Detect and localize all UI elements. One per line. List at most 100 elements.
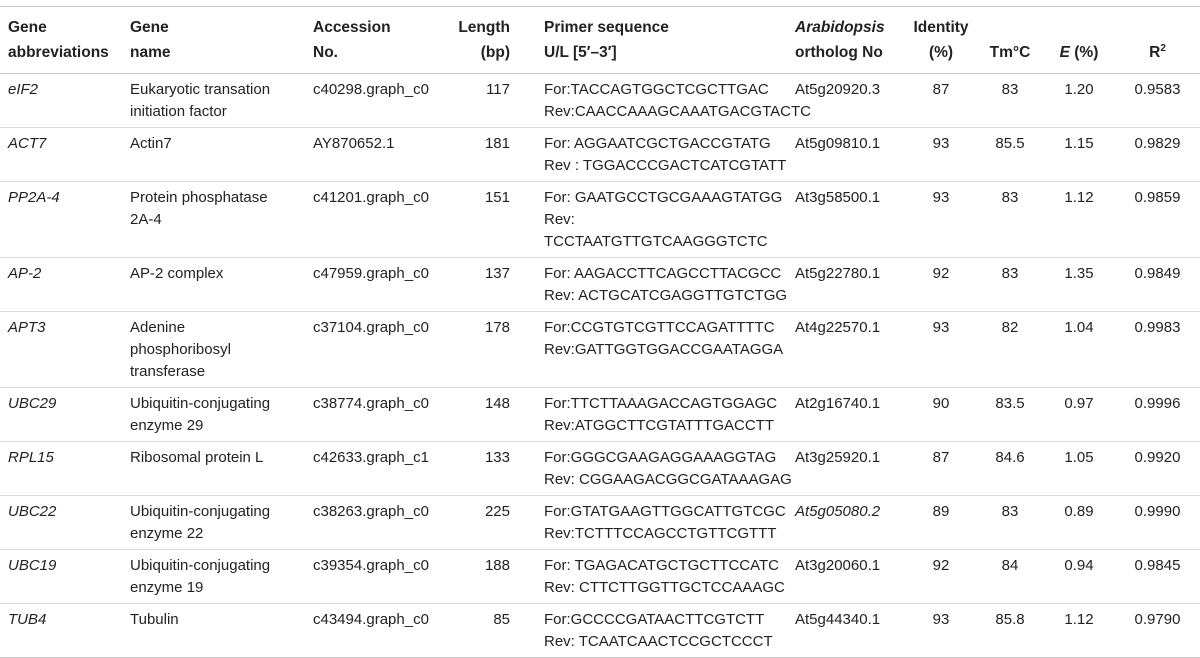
gene-name-line: enzyme 19 <box>130 579 204 596</box>
header-primer-line2: U/L [5′–3′] <box>544 44 617 61</box>
ortholog-value: At3g25920.1 <box>795 449 881 466</box>
header-gene-name-line1: Gene <box>130 19 169 36</box>
r2-cell: 0.9990 <box>1115 495 1200 550</box>
ortholog-value: At5g20920.3 <box>795 81 881 98</box>
identity-cell: 90 <box>905 387 977 442</box>
tm-cell: 83 <box>977 73 1043 128</box>
accession-cell: c38263.graph_c0 <box>313 495 446 550</box>
efficiency-cell: 0.94 <box>1043 549 1115 604</box>
header-r2-base: R <box>1149 44 1161 61</box>
length-cell: 188 <box>446 549 526 604</box>
ortholog-value: At5g22780.1 <box>795 265 881 282</box>
primer-forward: For: AGGAATCGCTGACCGTATG <box>544 135 771 152</box>
length-cell: 85 <box>446 603 526 658</box>
primer-forward: For: AAGACCTTCAGCCTTACGCC <box>544 265 782 282</box>
header-tm: Tm°C <box>977 6 1043 74</box>
primer-reverse: Rev: TCCTAATGTTGTCAAGGGTCTC <box>544 211 768 250</box>
r2-cell: 0.9996 <box>1115 387 1200 442</box>
header-identity-line2: (%) <box>928 44 954 61</box>
accession-cell: c41201.graph_c0 <box>313 181 446 258</box>
primer-cell: For:GCCCCGATAACTTCGTCTT Rev: TCAATCAACTCC… <box>526 603 795 658</box>
header-gene-abbr: Gene abbreviations <box>0 6 130 74</box>
ortholog-cell: At5g09810.1 <box>795 127 905 182</box>
primer-reverse: Rev: ACTGCATCGAGGTTGTCTGG <box>544 287 788 304</box>
header-accession-line2: No. <box>313 44 338 61</box>
r2-cell: 0.9790 <box>1115 603 1200 658</box>
ortholog-cell: At3g20060.1 <box>795 549 905 604</box>
header-primer: Primer sequence U/L [5′–3′] <box>526 6 795 74</box>
header-tm-label: Tm°C <box>989 44 1031 61</box>
ortholog-value: At3g20060.1 <box>795 557 881 574</box>
tm-cell: 83 <box>977 257 1043 312</box>
identity-cell: 92 <box>905 549 977 604</box>
primer-reverse: Rev: CGGAAGACGGCGATAAAGAG <box>544 471 792 488</box>
gene-name-line: transferase <box>130 363 206 380</box>
primer-forward: For:GGGCGAAGAGGAAAGGTAG <box>544 449 777 466</box>
gene-name-line: Ribosomal protein L <box>130 449 264 466</box>
tm-cell: 84 <box>977 549 1043 604</box>
length-cell: 225 <box>446 495 526 550</box>
identity-cell: 87 <box>905 73 977 128</box>
ortholog-cell: At5g44340.1 <box>795 603 905 658</box>
efficiency-cell: 0.89 <box>1043 495 1115 550</box>
gene-abbr-cell: RPL15 <box>0 441 130 496</box>
tm-cell: 83 <box>977 495 1043 550</box>
header-row: Gene abbreviations Gene name Accession N… <box>0 6 1200 74</box>
length-cell: 117 <box>446 73 526 128</box>
primer-reverse: Rev : TGGACCCGACTCATCGTATT <box>544 157 787 174</box>
gene-name-line: Tubulin <box>130 611 179 628</box>
accession-cell: c39354.graph_c0 <box>313 549 446 604</box>
efficiency-cell: 0.97 <box>1043 387 1115 442</box>
table-figure: Gene abbreviations Gene name Accession N… <box>0 6 1200 658</box>
ortholog-cell: At5g20920.3 <box>795 73 905 128</box>
header-ortholog-line2: ortholog No <box>795 44 883 61</box>
gene-name-line: AP-2 complex <box>130 265 224 282</box>
gene-abbr-cell: APT3 <box>0 311 130 388</box>
efficiency-cell: 1.35 <box>1043 257 1115 312</box>
gene-name-line: 2A-4 <box>130 211 162 228</box>
r2-cell: 0.9829 <box>1115 127 1200 182</box>
primer-forward: For: TGAGACATGCTGCTTCCATC <box>544 557 779 574</box>
gene-name-line: initiation factor <box>130 103 227 120</box>
primer-forward: For:TACCAGTGGCTCGCTTGAC <box>544 81 769 98</box>
gene-abbr-cell: UBC19 <box>0 549 130 604</box>
length-cell: 151 <box>446 181 526 258</box>
primer-forward: For:GCCCCGATAACTTCGTCTT <box>544 611 765 628</box>
length-cell: 133 <box>446 441 526 496</box>
primer-cell: For: TGAGACATGCTGCTTCCATC Rev: CTTCTTGGTT… <box>526 549 795 604</box>
gene-name-line: Actin7 <box>130 135 172 152</box>
identity-cell: 93 <box>905 603 977 658</box>
primer-reverse: Rev: CTTCTTGGTTGCTCCAAAGC <box>544 579 785 596</box>
gene-name-line: Adenine <box>130 319 186 336</box>
identity-cell: 93 <box>905 127 977 182</box>
identity-cell: 92 <box>905 257 977 312</box>
primer-cell: For: GAATGCCTGCGAAAGTATGG Rev: TCCTAATGTT… <box>526 181 795 258</box>
header-ortholog-line1: Arabidopsis <box>795 19 885 36</box>
primer-forward: For: GAATGCCTGCGAAAGTATGG <box>544 189 783 206</box>
ortholog-cell: At5g05080.2 <box>795 495 905 550</box>
accession-cell: c40298.graph_c0 <box>313 73 446 128</box>
tm-cell: 83.5 <box>977 387 1043 442</box>
gene-name-line: enzyme 22 <box>130 525 204 542</box>
r2-cell: 0.9849 <box>1115 257 1200 312</box>
gene-abbr-cell: UBC29 <box>0 387 130 442</box>
header-eff-unit: (%) <box>1069 44 1099 61</box>
ortholog-value: At5g09810.1 <box>795 135 881 152</box>
primer-table: Gene abbreviations Gene name Accession N… <box>0 6 1200 658</box>
gene-name-cell: AP-2 complex <box>130 257 313 312</box>
header-ortholog: Arabidopsis ortholog No <box>795 6 905 74</box>
gene-name-cell: Ribosomal protein L <box>130 441 313 496</box>
efficiency-cell: 1.12 <box>1043 603 1115 658</box>
primer-reverse: Rev: TCAATCAACTCCGCTCCCT <box>544 633 773 650</box>
length-cell: 148 <box>446 387 526 442</box>
gene-name-cell: Actin7 <box>130 127 313 182</box>
tm-cell: 85.5 <box>977 127 1043 182</box>
